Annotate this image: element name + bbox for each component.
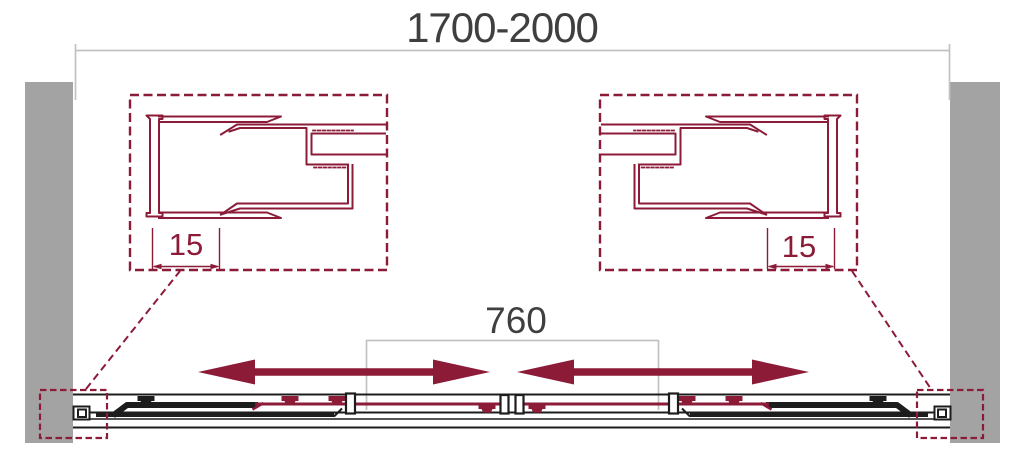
left-wall bbox=[25, 82, 73, 443]
right-wall bbox=[950, 82, 1000, 443]
door-opening-label: 760 bbox=[485, 300, 547, 341]
right-callout-leader bbox=[851, 270, 932, 390]
left-callout-box bbox=[38, 388, 109, 440]
right-callout-box bbox=[915, 388, 985, 440]
right-profile-depth-label: 15 bbox=[781, 229, 817, 264]
left-callout-leader bbox=[85, 270, 181, 390]
left-profile-depth-label: 15 bbox=[168, 227, 204, 262]
left-detail-box bbox=[128, 93, 389, 272]
overall-width-dimension-lines bbox=[74, 44, 951, 100]
track-rails bbox=[73, 393, 950, 429]
slide-direction-arrow-left bbox=[198, 359, 490, 385]
right-detail-box bbox=[598, 93, 859, 272]
overall-width-label: 1700-2000 bbox=[406, 4, 599, 51]
right-track-assembly bbox=[515, 394, 951, 420]
left-track-assembly bbox=[74, 394, 510, 420]
slide-direction-arrow-right bbox=[517, 359, 809, 385]
